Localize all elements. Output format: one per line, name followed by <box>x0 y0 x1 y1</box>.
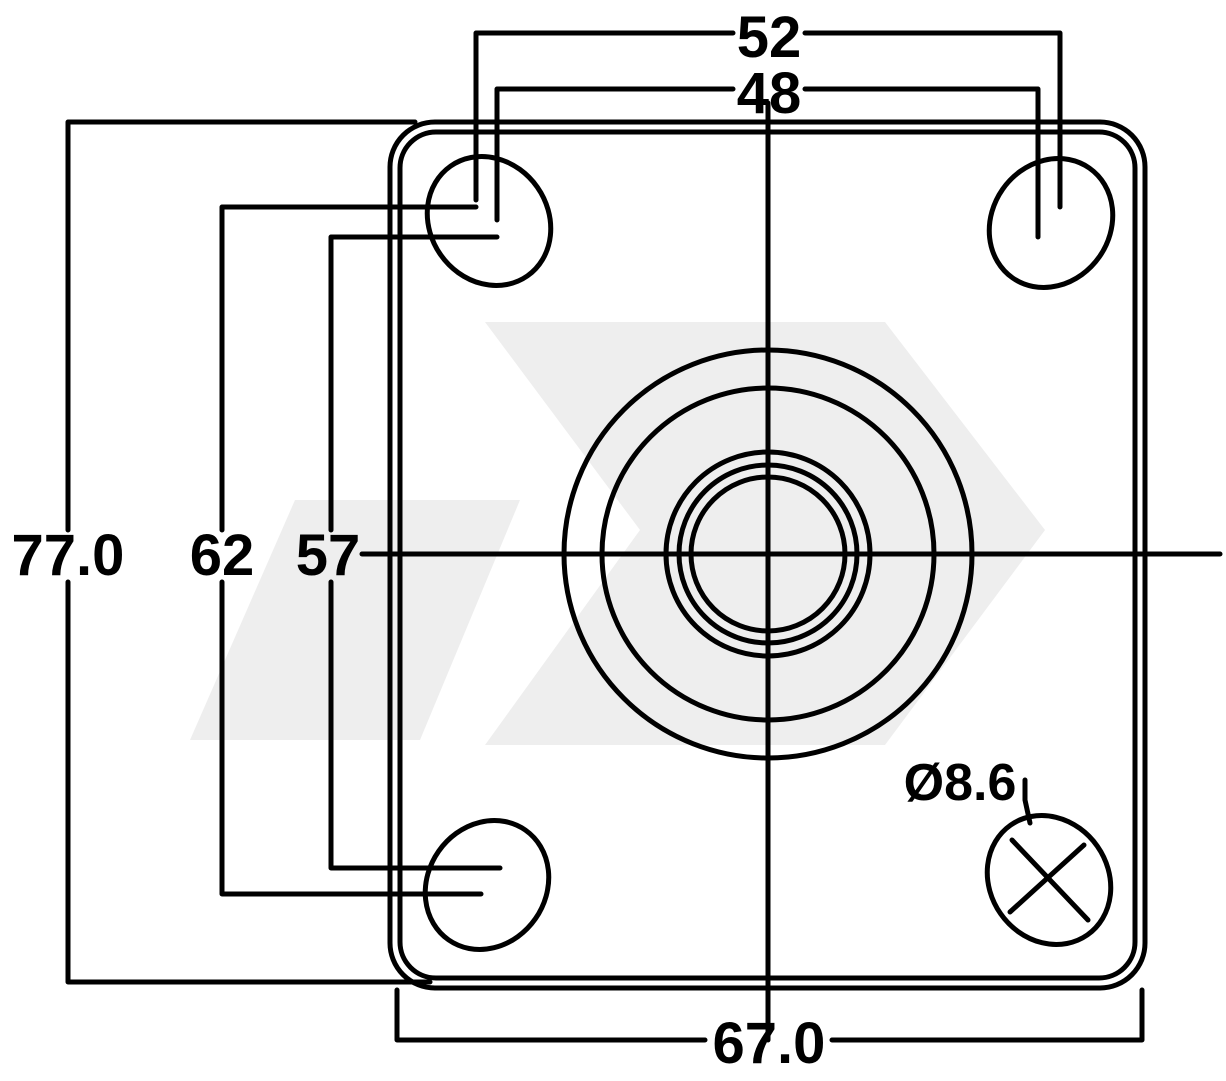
hole-diameter-leader <box>1022 777 1033 826</box>
dimension-line-57 <box>328 234 503 871</box>
hole-diameter-label: Ø8.6 <box>904 754 1017 812</box>
dimension-label-62: 62 <box>190 523 255 588</box>
dimension-line-77 <box>65 119 433 985</box>
dimension-line-67 <box>394 987 1145 1043</box>
dimension-label-52: 52 <box>737 5 802 70</box>
hole-cross-mark <box>1007 837 1091 923</box>
dimension-label-57: 57 <box>296 523 361 588</box>
mounting-hole-top-right <box>986 156 1116 290</box>
dimension-line-52 <box>473 30 1063 210</box>
mounting-hole-top-left <box>424 154 554 288</box>
dimension-label-48: 48 <box>737 61 802 126</box>
dimension-line-48 <box>494 86 1041 240</box>
mounting-hole-bottom-right <box>984 813 1114 947</box>
mounting-hole-bottom-left <box>422 818 552 952</box>
dimension-label-77: 77.0 <box>12 523 125 588</box>
dimension-line-62 <box>219 204 484 897</box>
dimension-label-67: 67.0 <box>713 1011 826 1076</box>
